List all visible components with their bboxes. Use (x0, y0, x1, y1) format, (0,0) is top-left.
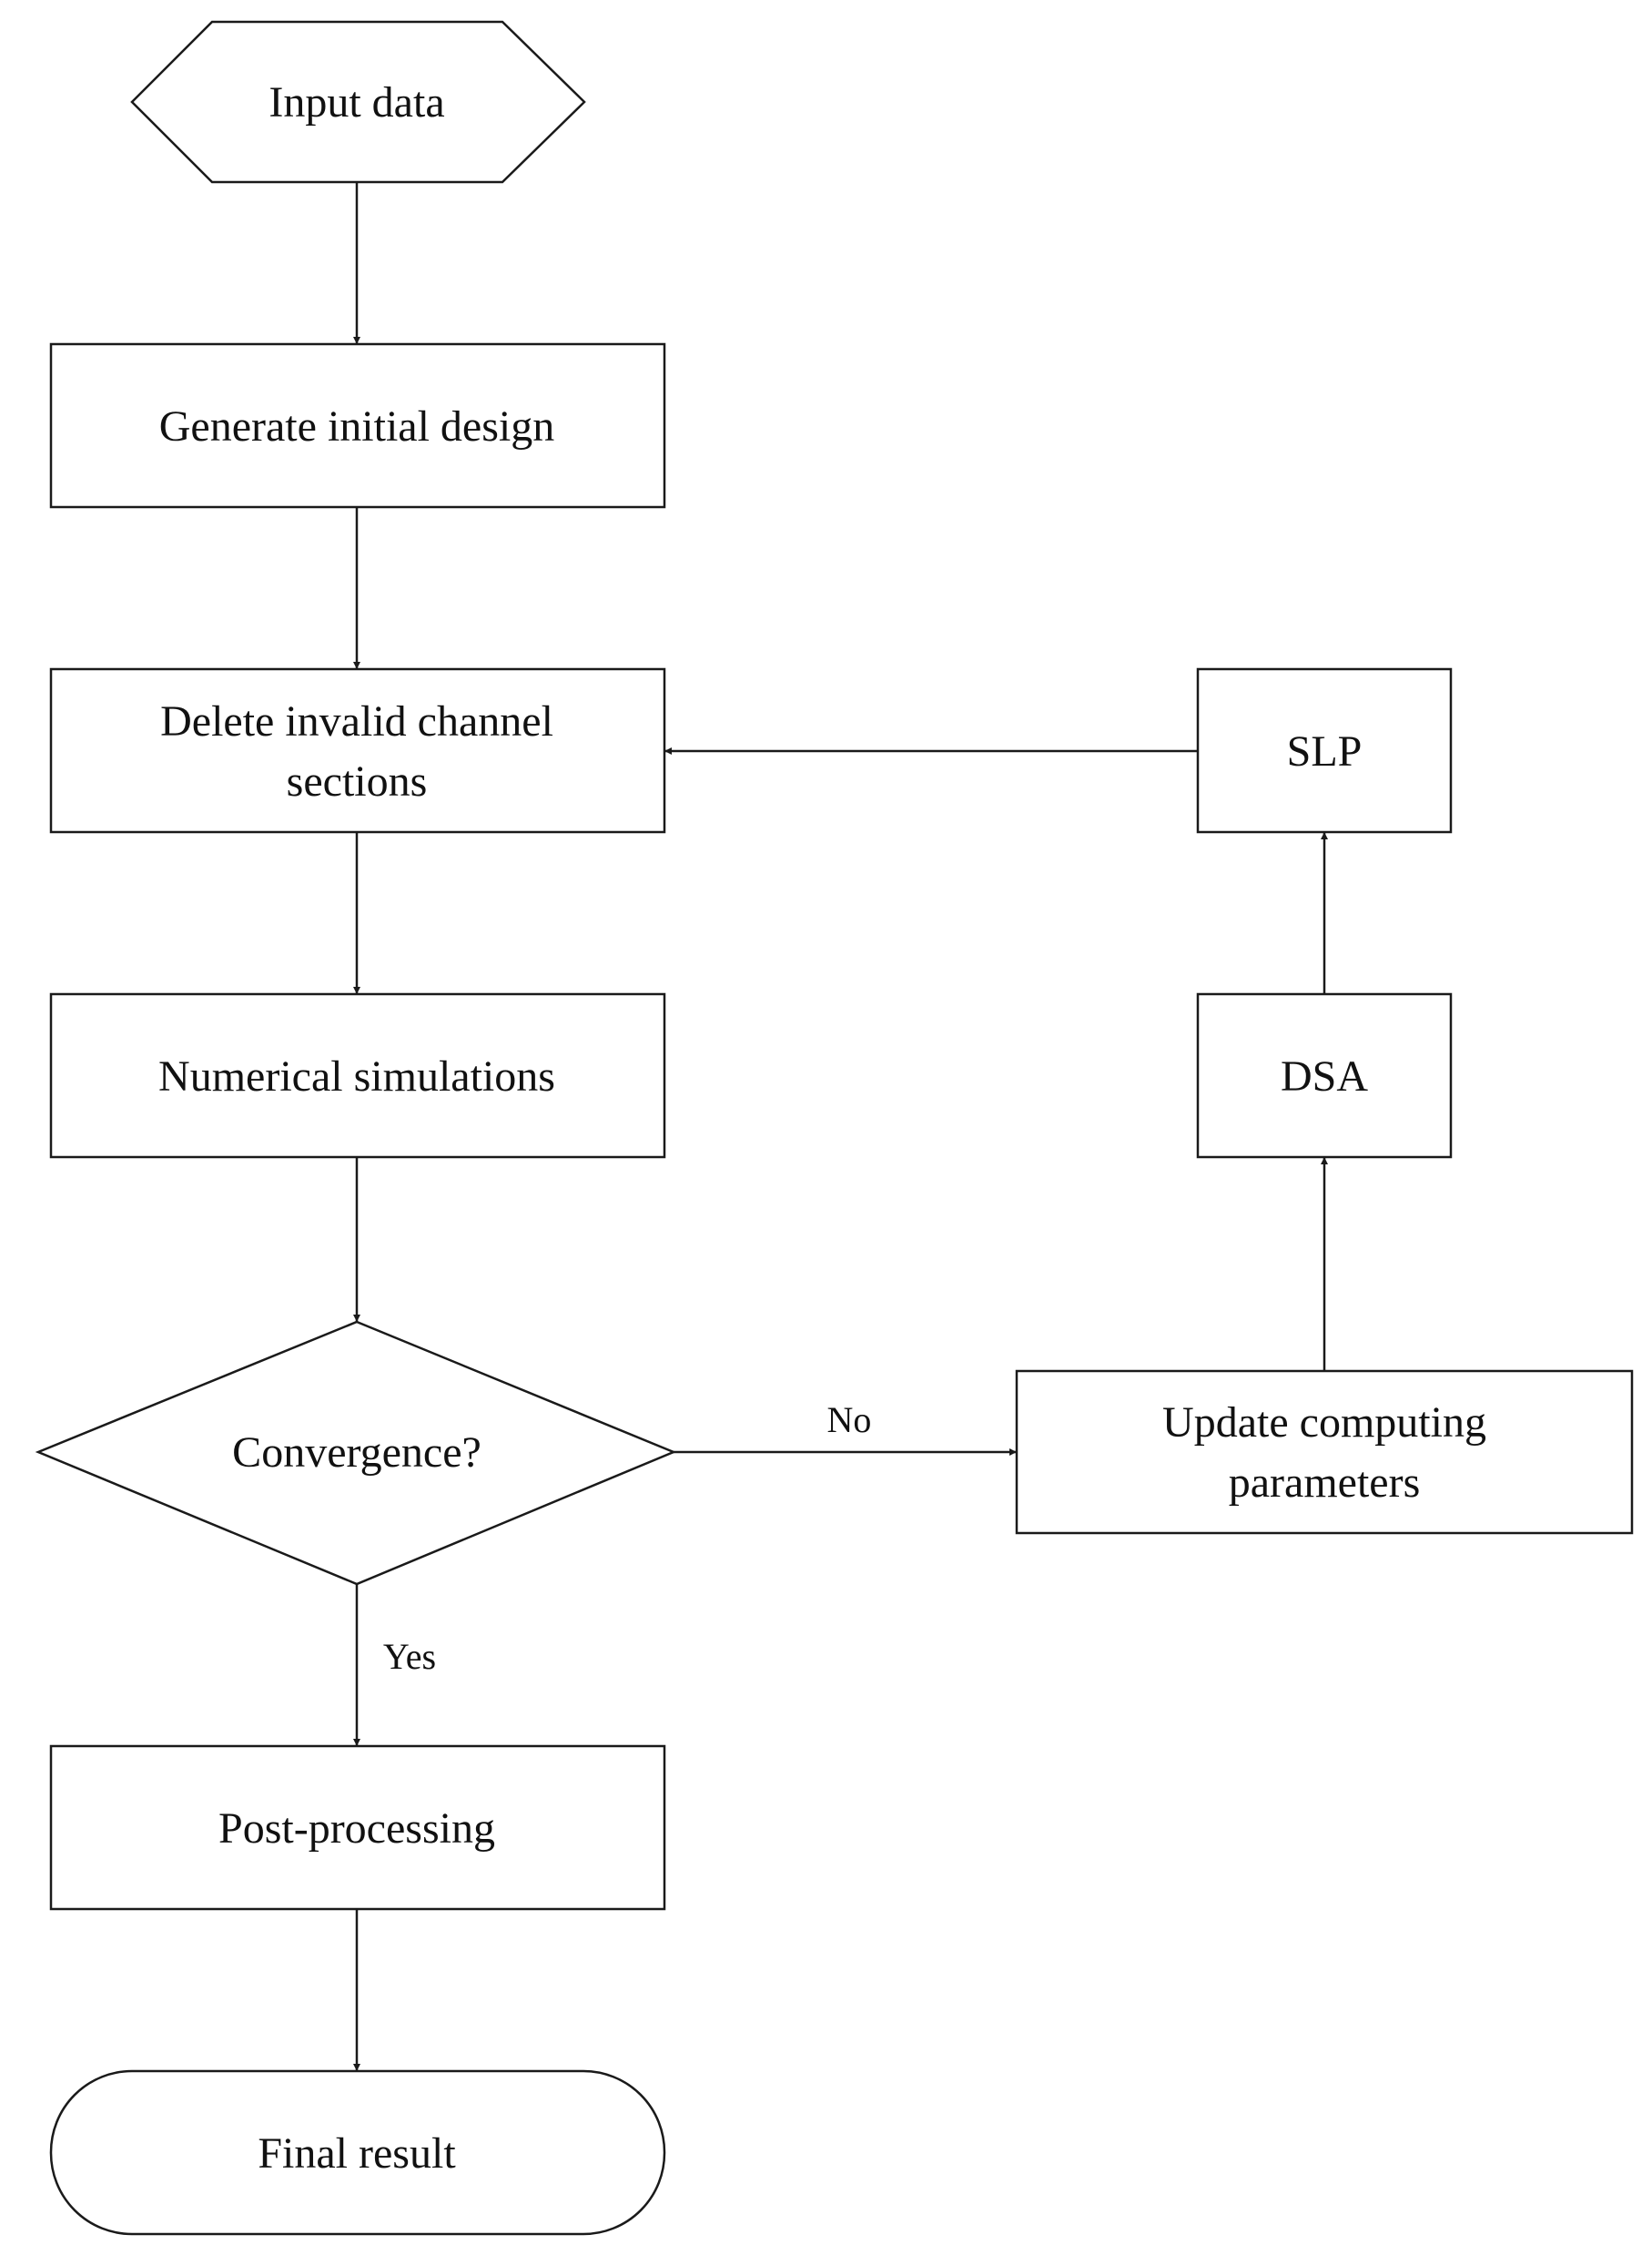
node-delete-invalid-channel-sections-label-line-1: Delete invalid channel (160, 697, 553, 746)
node-input-data-label-line-1: Input data (269, 78, 444, 127)
node-generate-initial-design-label: Generate initial design (159, 402, 555, 451)
node-update-computing-parameters-label-line-1: Update computing (1162, 1398, 1486, 1447)
node-post-processing-label-line-1: Post-processing (218, 1804, 495, 1853)
node-dsa: DSA (1196, 992, 1453, 1159)
node-slp-label: SLP (1287, 727, 1363, 776)
node-generate-initial-design: Generate initial design (49, 342, 666, 509)
node-slp: SLP (1196, 667, 1453, 834)
node-post-processing-label: Post-processing (218, 1804, 495, 1853)
node-final-result-label: Final result (258, 2129, 456, 2178)
node-slp-label-line-1: SLP (1287, 727, 1363, 776)
node-input-data: Input data (130, 20, 586, 184)
node-update-computing-parameters: Update computing parameters (1015, 1369, 1634, 1535)
node-delete-invalid-channel-sections-label-line-2: sections (287, 757, 428, 806)
node-input-data-label: Input data (269, 78, 444, 127)
node-convergence-decision-label: Convergence? (232, 1428, 481, 1477)
node-generate-initial-design-label-line-1: Generate initial design (159, 402, 555, 451)
node-numerical-simulations-label-line-1: Numerical simulations (158, 1052, 555, 1101)
node-update-computing-parameters-label-line-2: parameters (1229, 1458, 1421, 1507)
node-dsa-label: DSA (1281, 1052, 1368, 1101)
node-convergence-decision-label-line-1: Convergence? (232, 1428, 481, 1477)
node-delete-invalid-channel-sections: Delete invalid channel sections (49, 667, 666, 834)
edge-label-yes: Yes (383, 1636, 436, 1677)
edge-label-no: No (827, 1399, 872, 1440)
node-post-processing: Post-processing (49, 1744, 666, 1911)
node-convergence-decision: Convergence? (35, 1320, 677, 1586)
node-final-result-label-line-1: Final result (258, 2129, 456, 2178)
node-numerical-simulations-label: Numerical simulations (158, 1052, 555, 1101)
node-update-computing-parameters-label: Update computing parameters (1162, 1398, 1486, 1507)
node-delete-invalid-channel-sections-label: Delete invalid channel sections (160, 697, 553, 806)
node-dsa-label-line-1: DSA (1281, 1052, 1368, 1101)
node-numerical-simulations: Numerical simulations (49, 992, 666, 1159)
node-final-result: Final result (49, 2069, 666, 2236)
